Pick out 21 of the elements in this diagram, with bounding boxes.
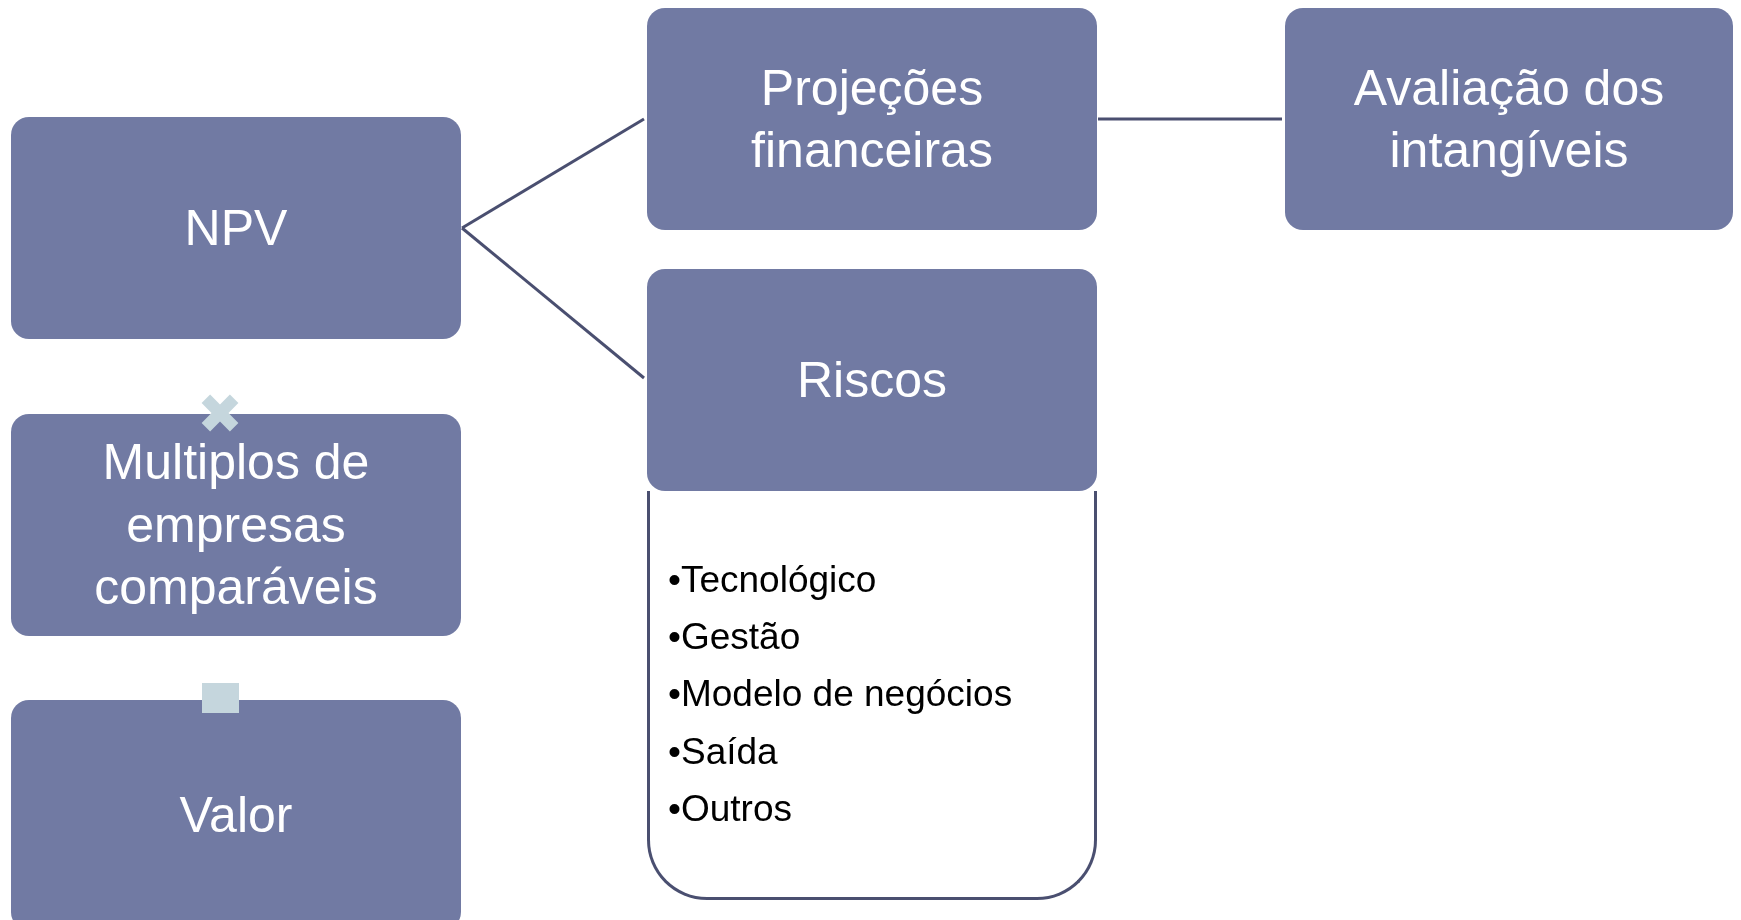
list-box: [647, 491, 1097, 900]
box-label: Valor: [179, 785, 293, 845]
connector-line: [461, 226, 645, 380]
list-item: •Saída: [668, 729, 778, 774]
box-label: Multiplos de empresas comparáveis: [93, 433, 379, 618]
process-box: [11, 700, 461, 920]
box-label: Riscos: [797, 350, 947, 410]
list-item: •Gestão: [668, 615, 801, 659]
process-box: [647, 269, 1097, 491]
process-box: [1285, 8, 1733, 230]
connector-line: [461, 117, 645, 230]
list-item: •Outros: [668, 787, 792, 831]
process-box: [647, 8, 1097, 230]
process-box: [11, 117, 461, 339]
box-label: Avaliação dos intangíveis: [1352, 58, 1666, 180]
list-item: •Tecnológico: [668, 557, 877, 602]
connector-line: [1098, 117, 1282, 121]
box-label: Projeções financeiras: [750, 58, 994, 180]
process-box: [11, 414, 461, 636]
box-label: NPV: [184, 198, 288, 258]
list-item: •Modelo de negócios: [668, 672, 1013, 717]
